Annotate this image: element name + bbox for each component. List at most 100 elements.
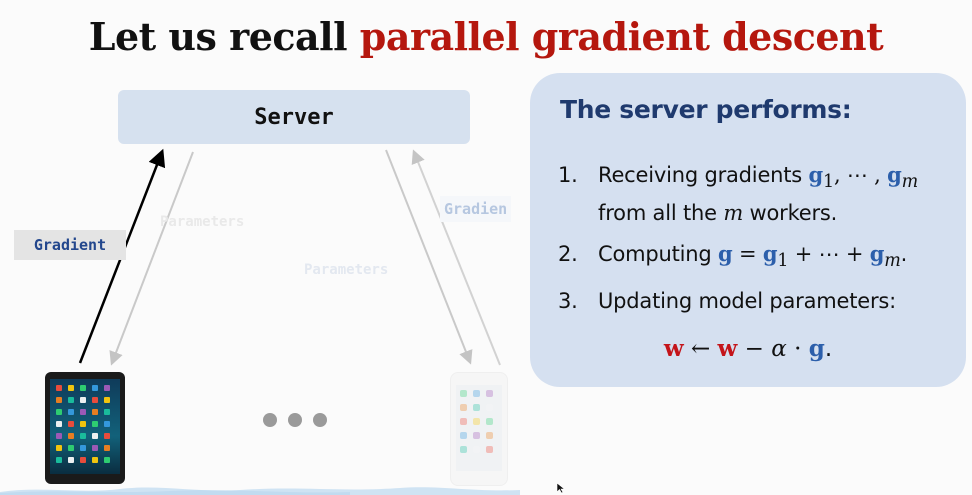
tablet-app-icon — [92, 433, 98, 439]
ellipsis-dots-icon — [313, 413, 327, 427]
tablet-app-icon — [56, 397, 62, 403]
mouse-cursor-icon — [556, 482, 566, 494]
tablet-app-icon — [68, 457, 74, 463]
parameters-label-right: Parameters — [304, 262, 389, 278]
step-1-sub-last: m — [901, 172, 919, 193]
phone-app-icon — [460, 404, 467, 411]
tablet-app-icon — [104, 421, 110, 427]
phone-app-icon — [460, 446, 467, 453]
tablet-app-icon — [92, 445, 98, 451]
phone-app-icon — [486, 432, 493, 439]
ellipsis-dots-icon — [288, 413, 302, 427]
step-2-tm-sub: m — [884, 251, 901, 272]
phone-app-icon — [486, 390, 493, 397]
tablet-app-icon — [56, 445, 62, 451]
gradient-label-left: Gradient — [14, 230, 126, 260]
step-1-line2-var: m — [723, 201, 744, 226]
tablet-app-icon — [56, 409, 62, 415]
eq-arrow: ← — [683, 336, 718, 362]
step-2-end: . — [900, 242, 908, 266]
eq-minus: − — [737, 336, 772, 362]
tablet-screen — [50, 379, 120, 474]
tablet-app-icon — [104, 433, 110, 439]
step-2: 2.Computing g = g1 + ⋯ + gm. — [558, 238, 907, 277]
phone-screen — [456, 385, 502, 471]
tablet-app-icon — [56, 421, 62, 427]
step-1-sub-first: 1 — [823, 172, 834, 193]
step-2-plus: + ⋯ + — [788, 242, 870, 266]
tablet-app-icon — [68, 385, 74, 391]
step-1-line2-post: workers. — [743, 201, 838, 226]
step-2-text: Computing — [598, 242, 718, 266]
bottom-strip-decoration — [0, 487, 520, 495]
tablet-app-icon — [104, 409, 110, 415]
tablet-app-icon — [104, 397, 110, 403]
tablet-app-icon — [80, 433, 86, 439]
phone-app-icon — [486, 446, 493, 453]
eq-alpha: α — [771, 336, 787, 362]
slide-title: Let us recall parallel gradient descent — [0, 14, 972, 59]
tablet-device-icon — [45, 372, 125, 484]
tablet-app-icon — [68, 409, 74, 415]
phone-app-icon — [473, 404, 480, 411]
parameter-arrow-left — [109, 151, 194, 366]
tablet-app-icon — [80, 397, 86, 403]
server-box: Server — [118, 90, 470, 144]
tablet-app-icon — [104, 457, 110, 463]
step-1-line2-pre: from all the — [598, 201, 724, 226]
tablet-app-icon — [56, 385, 62, 391]
tablet-app-icon — [56, 457, 62, 463]
step-2-t1-sub: 1 — [777, 251, 789, 272]
panel-title: The server performs: — [560, 95, 852, 124]
tablet-app-icon — [92, 457, 98, 463]
step-1: 1.Receiving gradients g1, ⋯ , gm from al… — [558, 159, 918, 229]
ellipsis-dots-icon — [263, 413, 277, 427]
step-1-number: 1. — [558, 163, 578, 187]
phone-app-icon — [473, 432, 480, 439]
server-performs-panel: The server performs: 1.Receiving gradien… — [530, 73, 966, 387]
parameter-arrow-right — [385, 149, 473, 365]
eq-end: . — [824, 336, 833, 362]
tablet-app-icon — [80, 421, 86, 427]
tablet-app-icon — [80, 409, 86, 415]
tablet-app-icon — [68, 433, 74, 439]
phone-app-icon — [473, 390, 480, 397]
eq-w-old: w — [717, 335, 738, 362]
update-equation: w ← w − α · g. — [530, 335, 966, 362]
tablet-app-icon — [68, 445, 74, 451]
gradient-label-right: Gradien — [440, 196, 512, 222]
tablet-app-icon — [92, 421, 98, 427]
step-3-number: 3. — [558, 289, 578, 313]
step-1-ellipsis: , ⋯ , — [833, 163, 888, 187]
step-3: 3. Updating model parameters: — [558, 286, 896, 317]
phone-app-icon — [460, 390, 467, 397]
step-1-var-first: g — [808, 162, 824, 187]
parameters-label-left: Parameters — [160, 214, 245, 230]
tablet-app-icon — [92, 397, 98, 403]
step-3-text: Updating model parameters: — [598, 289, 897, 313]
tablet-app-icon — [104, 445, 110, 451]
tablet-app-icon — [68, 397, 74, 403]
step-2-eq: = — [732, 242, 763, 266]
tablet-app-icon — [92, 385, 98, 391]
title-highlight: parallel gradient descent — [359, 14, 884, 59]
tablet-app-icon — [56, 433, 62, 439]
phone-device-icon — [450, 372, 508, 486]
phone-app-icon — [486, 418, 493, 425]
phone-app-icon — [486, 404, 493, 411]
eq-g: g — [808, 335, 825, 362]
step-2-number: 2. — [558, 242, 578, 266]
eq-w-new: w — [663, 335, 684, 362]
phone-app-icon — [473, 418, 480, 425]
title-plain: Let us recall — [88, 14, 360, 59]
step-2-tm: g — [869, 241, 885, 266]
eq-dot: · — [786, 336, 809, 362]
step-2-lhs: g — [718, 241, 733, 266]
tablet-app-icon — [68, 421, 74, 427]
server-label: Server — [254, 104, 334, 130]
tablet-app-icon — [80, 457, 86, 463]
gradient-arrow-right — [411, 149, 501, 366]
phone-app-icon — [473, 446, 480, 453]
phone-app-icon — [460, 418, 467, 425]
tablet-app-icon — [92, 409, 98, 415]
